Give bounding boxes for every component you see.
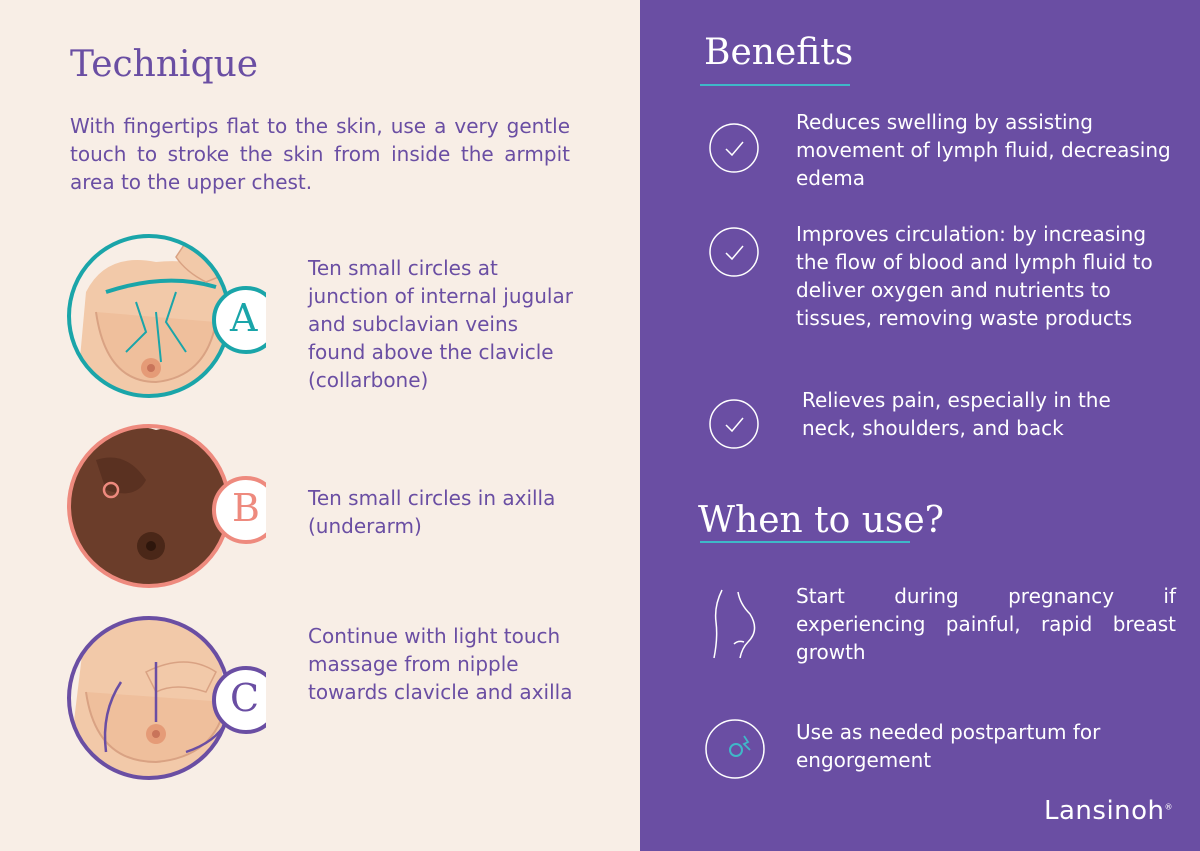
step-a-illustration [67, 234, 266, 398]
step-b-illustration [67, 424, 266, 588]
technique-intro: With fingertips flat to the skin, use a … [70, 114, 570, 194]
when-2-text: Use as needed postpartum for engorgement [796, 720, 1101, 772]
when-to-use-title: When to use? [698, 500, 944, 541]
pregnancy-icon [713, 589, 756, 659]
engorgement-icon [705, 719, 765, 779]
step-c-text: Continue with light touch massage from n… [308, 624, 573, 704]
benefit-2-text: Improves circulation: by increasing the … [796, 222, 1153, 330]
check-circle-icon [709, 123, 759, 173]
step-a-text: Ten small circles at junction of interna… [308, 256, 573, 392]
technique-title: Technique [70, 44, 259, 85]
brand-logo: Lansinoh® [1044, 796, 1174, 826]
benefit-3-text: Relieves pain, especially in the neck, s… [802, 388, 1111, 440]
check-circle-icon [709, 399, 759, 449]
info-panel [640, 0, 1200, 851]
step-c-illustration [67, 616, 266, 780]
benefits-underline [700, 84, 850, 86]
step-a-letter: A [230, 296, 258, 340]
step-b-text: Ten small circles in axilla (underarm) [308, 486, 556, 538]
benefit-1-text: Reduces swelling by assisting movement o… [796, 110, 1171, 190]
check-circle-icon [709, 227, 759, 277]
when-1-text: Start during pregnancy if experiencing p… [796, 584, 1176, 664]
technique-panel: Technique With fingertips flat to the sk… [0, 0, 640, 851]
step-b-letter: B [232, 486, 260, 530]
when-underline [700, 541, 910, 543]
step-c-letter: C [230, 676, 260, 720]
benefits-title: Benefits [704, 32, 854, 73]
